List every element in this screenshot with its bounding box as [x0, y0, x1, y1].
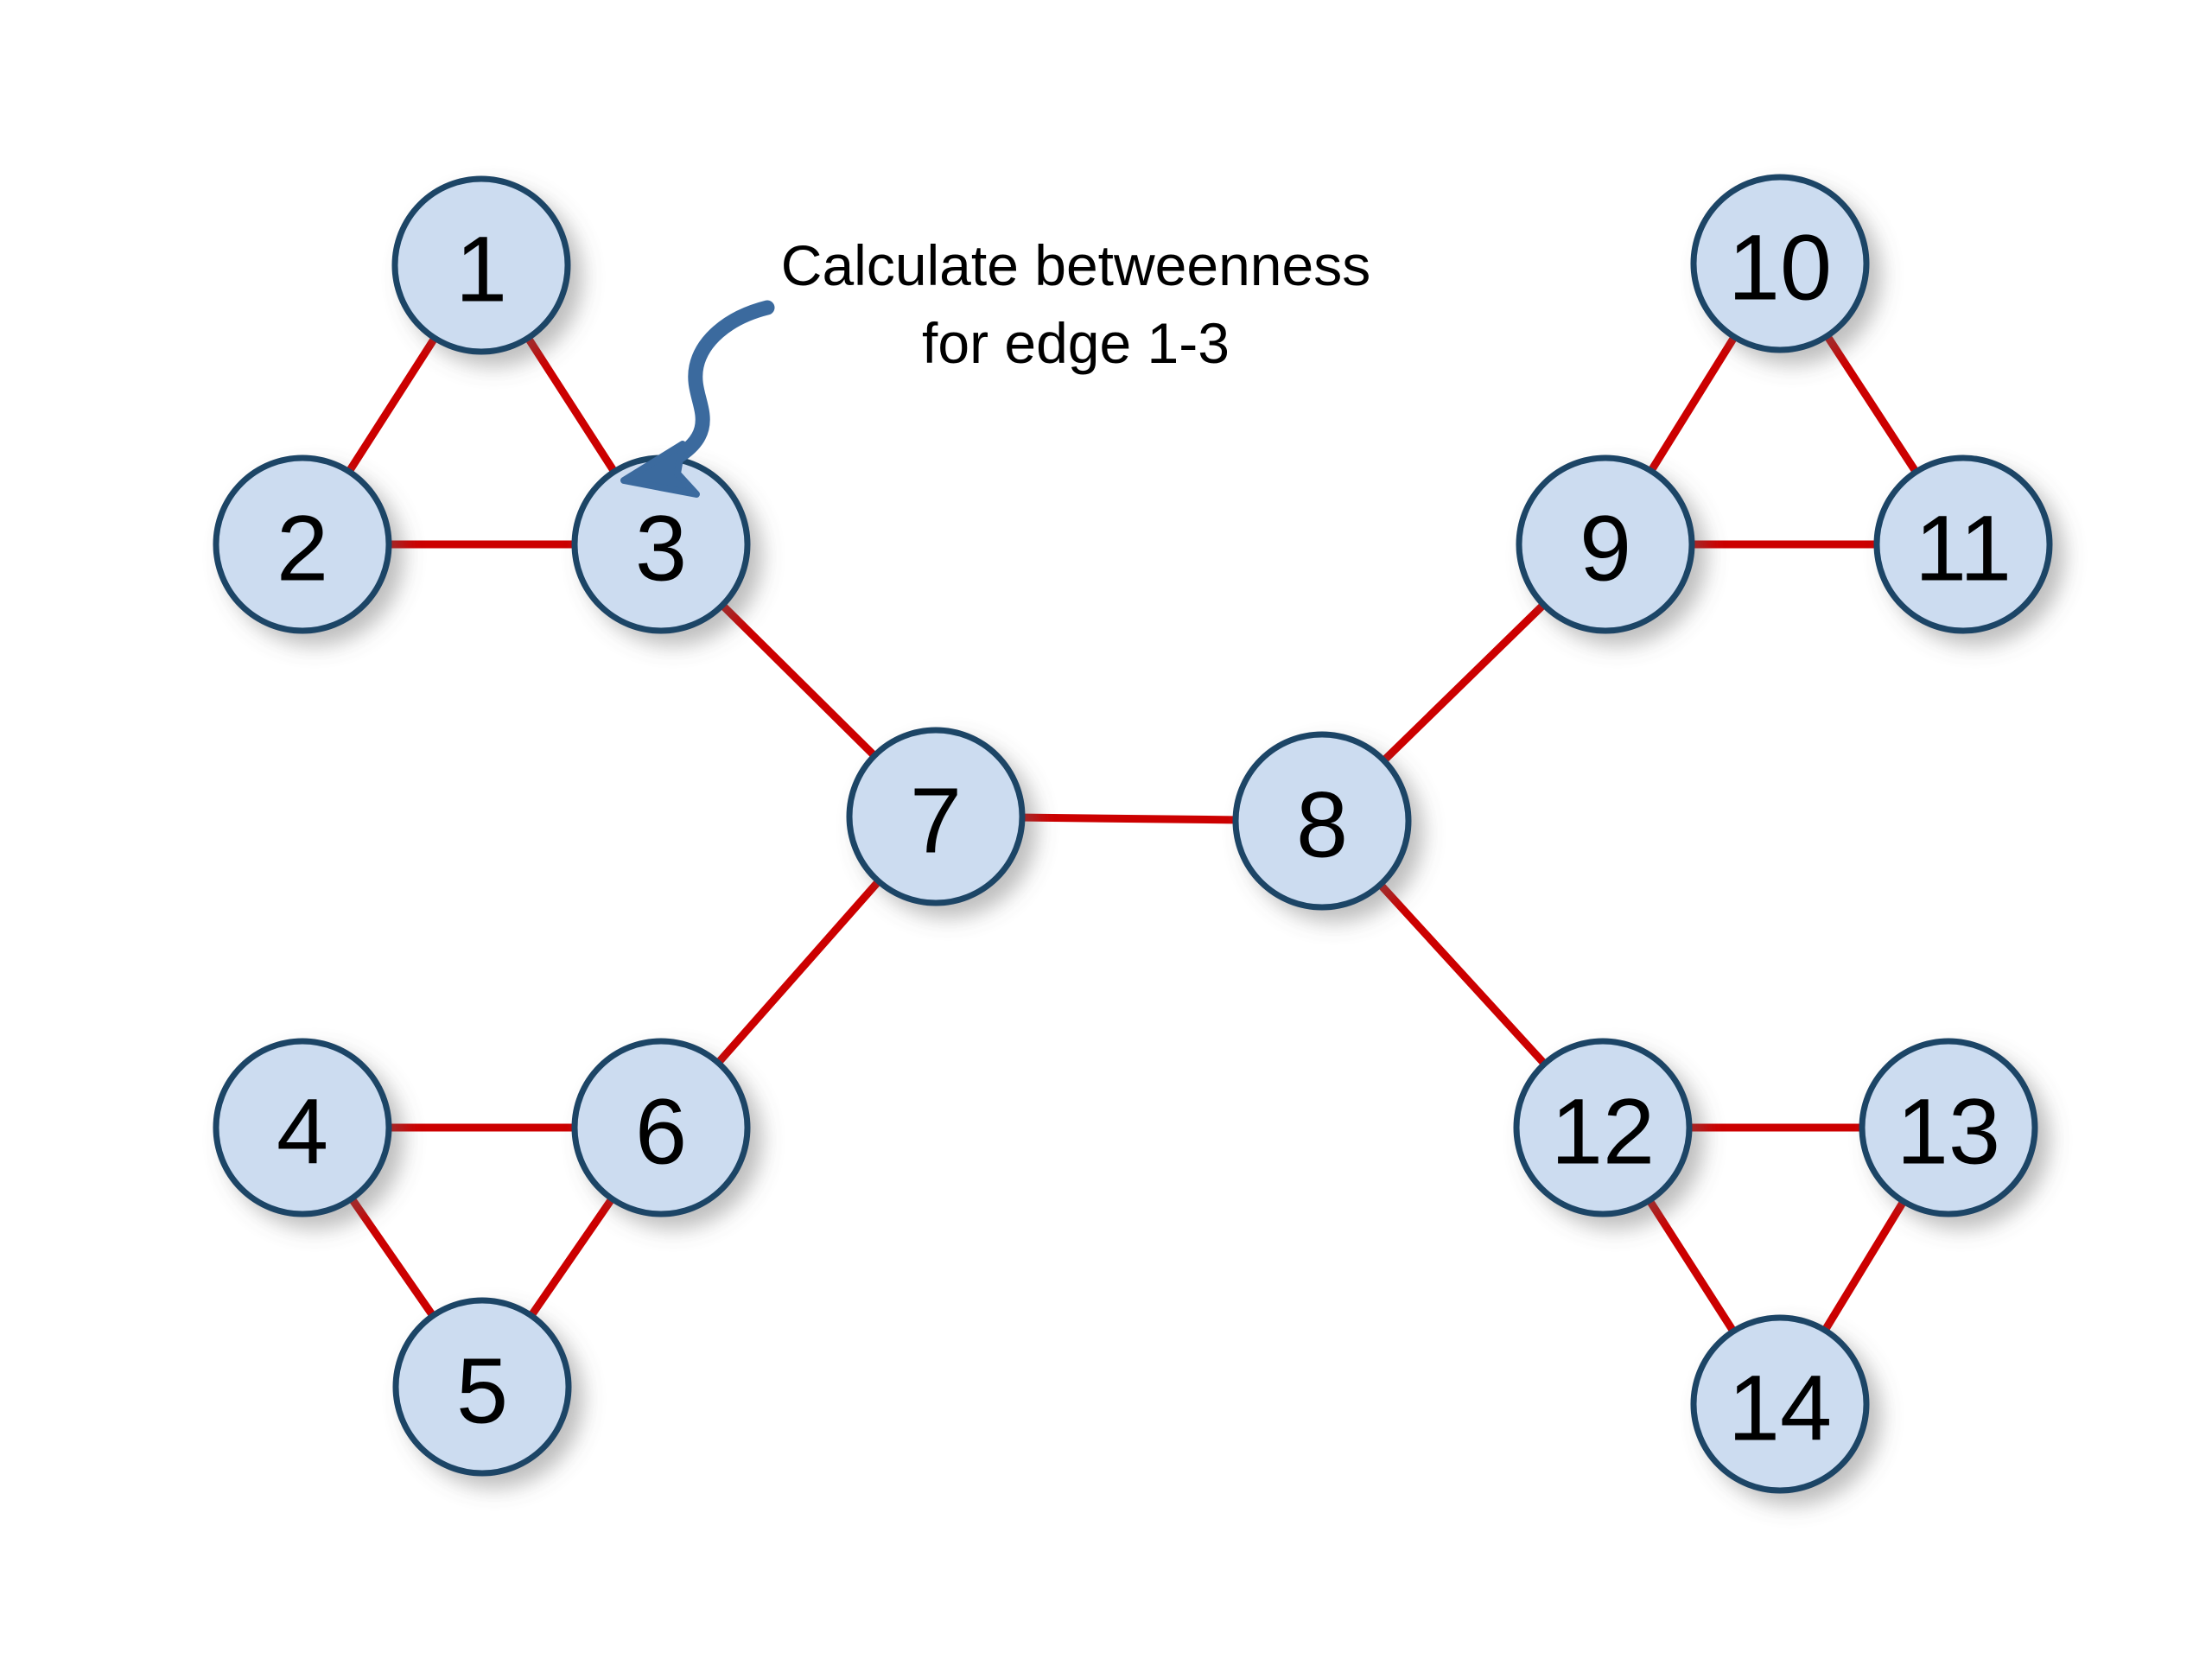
graph-edge-13-14[interactable]: [1819, 1194, 1910, 1338]
graph-node-2[interactable]: 2: [213, 454, 392, 634]
graph-node-10[interactable]: 10: [1690, 174, 1870, 353]
graph-node-13[interactable]: 13: [1859, 1038, 2038, 1217]
node-circle-14[interactable]: [1690, 1314, 1870, 1494]
node-circle-4[interactable]: [213, 1038, 392, 1217]
node-circle-8[interactable]: [1232, 731, 1412, 911]
node-label-9: 9: [1580, 496, 1631, 601]
annotation-line-2: for edge 1-3: [922, 311, 1230, 375]
curved-arrow-icon: [635, 300, 775, 481]
node-label-10: 10: [1728, 215, 1832, 320]
annotation-line-1: Calculate betweenness: [781, 233, 1370, 297]
node-circle-2[interactable]: [213, 454, 392, 634]
graph-edge-6-7[interactable]: [711, 874, 886, 1070]
graph-edge-3-7[interactable]: [715, 598, 881, 763]
graph-edge-7-8[interactable]: [1016, 813, 1242, 824]
graph-edge-1-2[interactable]: [342, 331, 442, 479]
graph-node-4[interactable]: 4: [213, 1038, 392, 1217]
graph-edge-1-3[interactable]: [522, 331, 620, 479]
node-label-4: 4: [276, 1079, 328, 1184]
graph-node-7[interactable]: 7: [846, 727, 1026, 906]
node-label-2: 2: [276, 496, 328, 601]
graph-node-5[interactable]: 5: [392, 1297, 572, 1477]
node-circle-12[interactable]: [1513, 1038, 1693, 1217]
graph-node-12[interactable]: 12: [1513, 1038, 1693, 1217]
graph-node-3[interactable]: 3: [571, 454, 751, 634]
node-label-3: 3: [635, 496, 687, 601]
graph-edge-9-10[interactable]: [1644, 330, 1741, 478]
node-label-5: 5: [456, 1338, 508, 1443]
edges-layer: [342, 329, 1923, 1338]
node-circle-1[interactable]: [391, 175, 571, 355]
node-circle-6[interactable]: [571, 1038, 751, 1217]
node-label-14: 14: [1728, 1356, 1832, 1460]
node-circle-13[interactable]: [1859, 1038, 2038, 1217]
annotation-layer: Calculate betweenness for edge 1-3: [620, 233, 1370, 498]
node-label-12: 12: [1551, 1079, 1655, 1184]
graph-edge-8-9[interactable]: [1377, 598, 1550, 767]
node-circle-7[interactable]: [846, 727, 1026, 906]
graph-node-11[interactable]: 11: [1873, 454, 2053, 634]
node-circle-10[interactable]: [1690, 174, 1870, 353]
node-circle-11[interactable]: [1873, 454, 2053, 634]
node-circle-5[interactable]: [392, 1297, 572, 1477]
graph-node-1[interactable]: 1: [391, 175, 571, 355]
node-label-7: 7: [910, 768, 962, 873]
graph-edge-10-11[interactable]: [1821, 329, 1923, 479]
graph-node-8[interactable]: 8: [1232, 731, 1412, 911]
node-label-13: 13: [1897, 1079, 2000, 1184]
graph-edge-4-5[interactable]: [345, 1192, 440, 1323]
graph-node-6[interactable]: 6: [571, 1038, 751, 1217]
node-label-6: 6: [635, 1079, 687, 1184]
node-label-8: 8: [1296, 772, 1348, 877]
arrow-head-icon: [620, 441, 700, 498]
graph-edge-5-6[interactable]: [524, 1192, 619, 1323]
graph-edge-8-12[interactable]: [1374, 878, 1551, 1071]
node-label-11: 11: [1915, 496, 2012, 601]
graph-node-9[interactable]: 9: [1516, 454, 1695, 634]
graph-node-14[interactable]: 14: [1690, 1314, 1870, 1494]
graph-edge-12-14[interactable]: [1643, 1193, 1740, 1338]
node-label-1: 1: [455, 217, 507, 321]
node-circle-9[interactable]: [1516, 454, 1695, 634]
